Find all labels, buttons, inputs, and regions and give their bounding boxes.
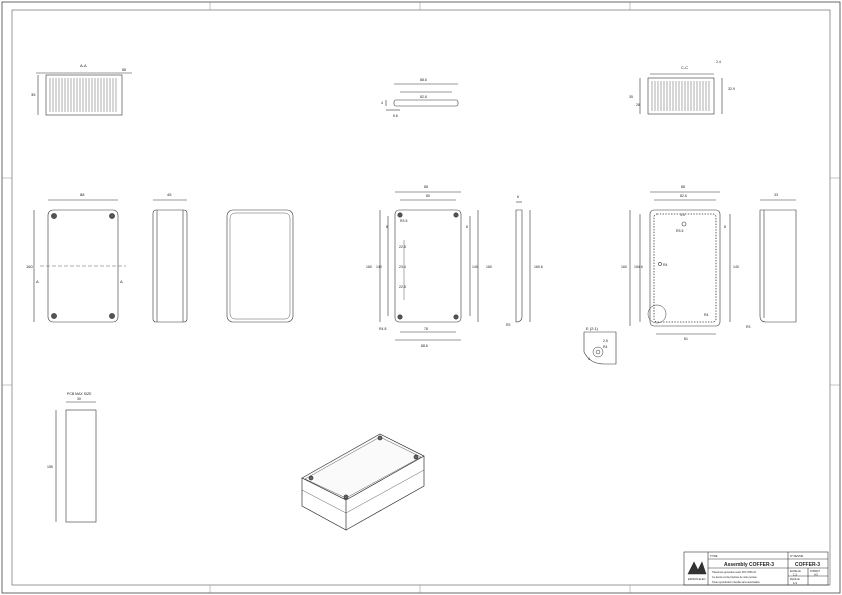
front-cut-a1: A	[36, 279, 39, 284]
section-aa-height: 35	[31, 92, 36, 97]
bottom-dim-right-1: 140	[472, 265, 478, 269]
bottom-side-height: 160.6	[534, 265, 543, 269]
section-aa-label: A-A	[80, 63, 87, 68]
bottom-top-hole: R3.5	[400, 219, 407, 223]
bottom-inner-width: 78	[424, 327, 428, 331]
bottom-dim-left-1: 160	[366, 265, 372, 269]
section-bb-inner: 82.6	[420, 95, 427, 99]
inside-side-width: 33	[774, 193, 778, 197]
pcb-width: 30	[77, 397, 81, 401]
detail-e-r3: 4	[588, 357, 590, 361]
note-line-3: Toute reproduction interdite sans autori…	[712, 581, 760, 584]
section-cc-top: 2.4	[716, 60, 721, 64]
sheet-label: FEUILLE	[790, 578, 800, 581]
bottom-width-inner: 80	[426, 194, 430, 198]
bottom-dim-center-1: 22.8	[399, 245, 406, 249]
section-cc-height: 35	[629, 95, 633, 99]
company-logo-icon	[687, 561, 707, 575]
bottom-side-width: 6	[517, 195, 519, 199]
section-bb-offset: 5.6	[393, 114, 398, 118]
isometric-view	[301, 433, 425, 531]
view-back	[226, 209, 294, 323]
title-block: EDISON ELEC TITRE N° DESSIN Assembly COF…	[683, 551, 829, 586]
section-cc-inner: 28	[636, 103, 640, 107]
inside-small-right: 8	[724, 225, 726, 229]
detail-e: E (2:1) 2.5 R4 4	[583, 326, 617, 365]
inside-dim-left-1: 160	[621, 265, 627, 269]
section-c-c: C-C 2.4 35 32.9 28	[629, 60, 735, 115]
pcb-label: PCB MAX SIZE	[67, 392, 92, 396]
bottom-dim-left-2: 140	[376, 265, 382, 269]
detail-e-r2: R4	[603, 345, 608, 349]
front-cut-a2: A	[120, 279, 123, 284]
inside-left-mark: R4	[663, 263, 668, 267]
section-cc-right: 32.9	[728, 87, 735, 91]
section-cc-label: C-C	[681, 65, 688, 70]
drawing-title: Assembly COFFER-3	[724, 562, 774, 568]
bottom-dim-center-3: 22.8	[399, 285, 406, 289]
inside-width-inner: 82.6	[680, 194, 687, 198]
drawing-no-header: N° DESSIN	[790, 554, 803, 558]
view-inside: 88 82.6 160 154.6 140 8 3.5 R3.5 R4 R4 8…	[621, 185, 739, 341]
view-bottom: 88 80 R3.5 160 140 140 160 22.8 23.4 22.…	[366, 185, 492, 348]
bottom-small-right: 8	[466, 225, 468, 229]
detail-e-r1: 2.5	[603, 339, 608, 343]
bottom-corner: R4.8	[379, 327, 386, 331]
side-width: 45	[167, 192, 172, 197]
view-front: 88 160 A A	[26, 192, 126, 323]
format-value: A3	[814, 573, 818, 577]
sheet-value: 1/1	[793, 581, 798, 585]
section-bb-thickness: 4	[381, 101, 383, 105]
inside-corner: R4	[704, 313, 709, 317]
inside-dim-right: 140	[733, 265, 739, 269]
section-a-a: A-A 35 88	[31, 63, 132, 116]
logo-text: EDISON ELEC	[688, 577, 706, 581]
bottom-dim-right-2: 160	[486, 265, 492, 269]
note-line-1: Tolerances generales selon ISO 2768-mK	[712, 571, 757, 574]
title-header: TITRE	[710, 554, 718, 558]
bottom-width-top: 88	[424, 185, 428, 189]
inside-side-corner: R3	[746, 325, 751, 329]
pcb-height: 155	[47, 465, 53, 469]
format-label: FORMAT	[810, 570, 820, 573]
bottom-dim-center-2: 23.4	[399, 265, 406, 269]
note-line-2: Ce dessin est la propriete de notre soci…	[712, 576, 757, 579]
detail-e-label: E (2:1)	[586, 326, 599, 331]
view-inside-side: 33 R3	[746, 193, 797, 329]
inside-hole: 3.5	[680, 213, 685, 217]
pcb-max-size-view: PCB MAX SIZE 30 155	[47, 392, 97, 523]
view-side: 45	[152, 192, 188, 323]
section-b-b: 88.6 82.6 4 5.6	[381, 78, 459, 118]
inside-bottom: 81	[684, 337, 688, 341]
inside-center-mark: R3.5	[676, 229, 683, 233]
bottom-small-left: 8	[386, 225, 388, 229]
bottom-side-corner: R3	[506, 323, 511, 327]
inner-border	[11, 9, 831, 586]
bottom-outer-width: 88.6	[421, 344, 428, 348]
inside-width-top: 88	[681, 185, 685, 189]
inside-dim-left-2: 154.6	[634, 265, 643, 269]
scale-value: 1:2	[793, 573, 798, 577]
front-height: 160	[26, 264, 33, 269]
section-bb-overall: 88.6	[420, 78, 427, 82]
front-width: 88	[80, 192, 85, 197]
view-bottom-side: 6 160.6 R3	[506, 195, 543, 327]
drawing-number: COFFER-3	[795, 562, 820, 568]
scale-label: ECHELLE	[790, 570, 801, 573]
section-aa-width: 88	[122, 68, 126, 72]
